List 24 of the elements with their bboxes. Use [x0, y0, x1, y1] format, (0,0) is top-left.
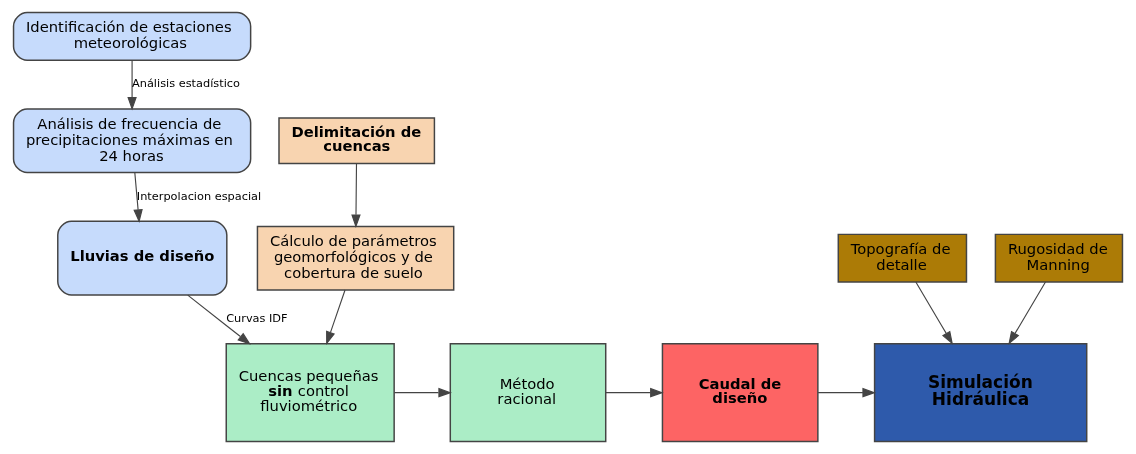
node-box: Cálculo de parámetros geomorfológicos y de cobertura de suelo [256, 225, 455, 291]
arrow [817, 387, 876, 398]
node-box: Lluvias de diseño [57, 220, 228, 296]
node-box: Caudal de diseño [661, 343, 819, 443]
arrow [351, 163, 361, 229]
node-box: Simulación Hidráulica [873, 343, 1088, 443]
arrow [393, 387, 452, 398]
arrow [605, 387, 664, 398]
arrow [1008, 281, 1047, 345]
arrow [326, 289, 346, 346]
node-box: Topografía de detalle [837, 233, 968, 283]
node-box: Delimitación de cuencas [278, 117, 436, 165]
edge-label: Curvas IDF [226, 311, 288, 326]
edge-label: Interpolacion espacial [136, 188, 262, 203]
node-box: Identificación de estaciones meteorológicas [12, 11, 252, 61]
arrow [187, 294, 251, 345]
node-box: Análisis de frecuencia de precipitaciones máximas en 24 horas [12, 108, 252, 174]
arrow [127, 60, 137, 111]
node-box: Método racional [449, 343, 607, 443]
edge-label: Análisis estadístico [131, 76, 240, 91]
node-box: Cuencas pequeñas sin control fluviométrico [225, 343, 395, 443]
arrow [915, 281, 954, 345]
arrow [133, 172, 143, 223]
node-box: Rugosidad de Manning [994, 233, 1124, 283]
